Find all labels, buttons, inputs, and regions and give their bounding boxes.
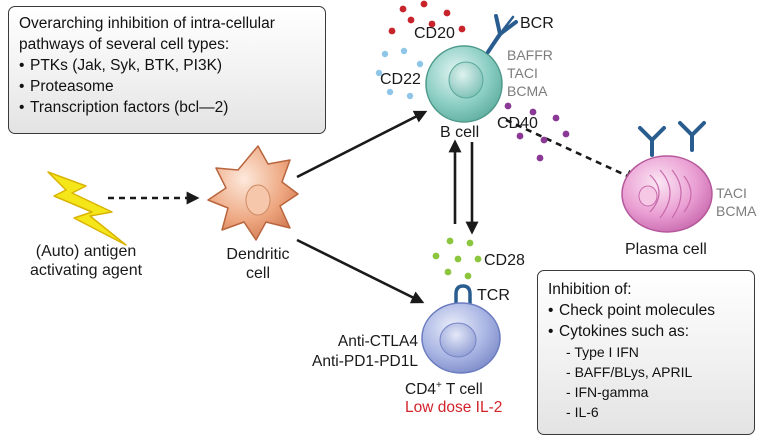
antigen-label: (Auto) antigen activating agent — [29, 243, 143, 279]
b-receptor-baffr: BAFFR — [507, 47, 553, 63]
plasma-receptor-taci: TACI — [716, 185, 747, 201]
cd20-label: CD20 — [414, 25, 455, 42]
cd40-label: CD40 — [497, 115, 538, 132]
list-item: •Transcription factors (bcl—2) — [19, 99, 229, 116]
list-item: •Check point molecules — [548, 302, 715, 319]
plasma-cell-label: Plasma cell — [625, 241, 707, 258]
bcr-label: BCR — [520, 15, 554, 32]
inhibition-of-box: Inhibition of: •Check point molecules •C… — [537, 270, 755, 435]
cd40-dots — [504, 102, 570, 162]
dendritic-cell-label: Dendritic cell — [226, 246, 290, 282]
arrow-dendritic-to-bcell — [296, 110, 428, 179]
cytokine-item: - Type I IFN — [566, 344, 639, 360]
anti-ctla4-label: Anti-CTLA4 — [337, 333, 418, 350]
plasma-receptor-bcma: BCMA — [716, 203, 757, 219]
cytokine-item: - IL-6 — [566, 404, 599, 420]
cd22-label: CD22 — [380, 71, 421, 88]
arrow-bcell-to-plasma — [505, 118, 639, 182]
cd22-dots — [375, 47, 424, 100]
b-receptor-bcma: BCMA — [507, 83, 548, 99]
b-cell-shape — [425, 45, 503, 123]
cd28-label: CD28 — [484, 252, 525, 269]
inhibition-pathways-box: Overarching inhibition of intra-cellular… — [8, 6, 326, 134]
b-cell-label: B cell — [440, 124, 480, 141]
t-cell-shape — [421, 302, 501, 374]
t-cell-label: CD4+ T cell — [405, 380, 483, 399]
low-dose-il2-label: Low dose IL-2 — [405, 399, 503, 416]
list-item: •PTKs (Jak, Syk, BTK, PI3K) — [19, 57, 223, 74]
cd28-dots — [432, 237, 482, 280]
bcr-antibody-icon — [486, 14, 518, 54]
dendritic-cell-shape — [207, 145, 299, 241]
inhibition-pathways-heading: Overarching inhibition of intra-cellular… — [19, 15, 275, 53]
inhibition-of-heading: Inhibition of: — [548, 281, 632, 298]
cd20-dots — [388, 0, 466, 35]
lightning-bolt-icon — [47, 171, 127, 246]
cytokine-item: - IFN-gamma — [566, 384, 649, 400]
b-receptor-taci: TACI — [507, 65, 538, 81]
list-item: •Proteasome — [19, 78, 114, 95]
arrow-dendritic-to-tcell — [296, 238, 425, 304]
plasma-cell-shape — [621, 155, 713, 233]
anti-pd1-label: Anti-PD1-PD1L — [312, 353, 418, 370]
list-item: •Cytokines such as: — [548, 323, 690, 340]
cytokine-item: - BAFF/BLys, APRIL — [566, 364, 693, 380]
plasma-antibodies-icon — [638, 121, 706, 157]
tcr-receptor-icon — [454, 284, 472, 314]
tcr-label: TCR — [477, 287, 510, 304]
